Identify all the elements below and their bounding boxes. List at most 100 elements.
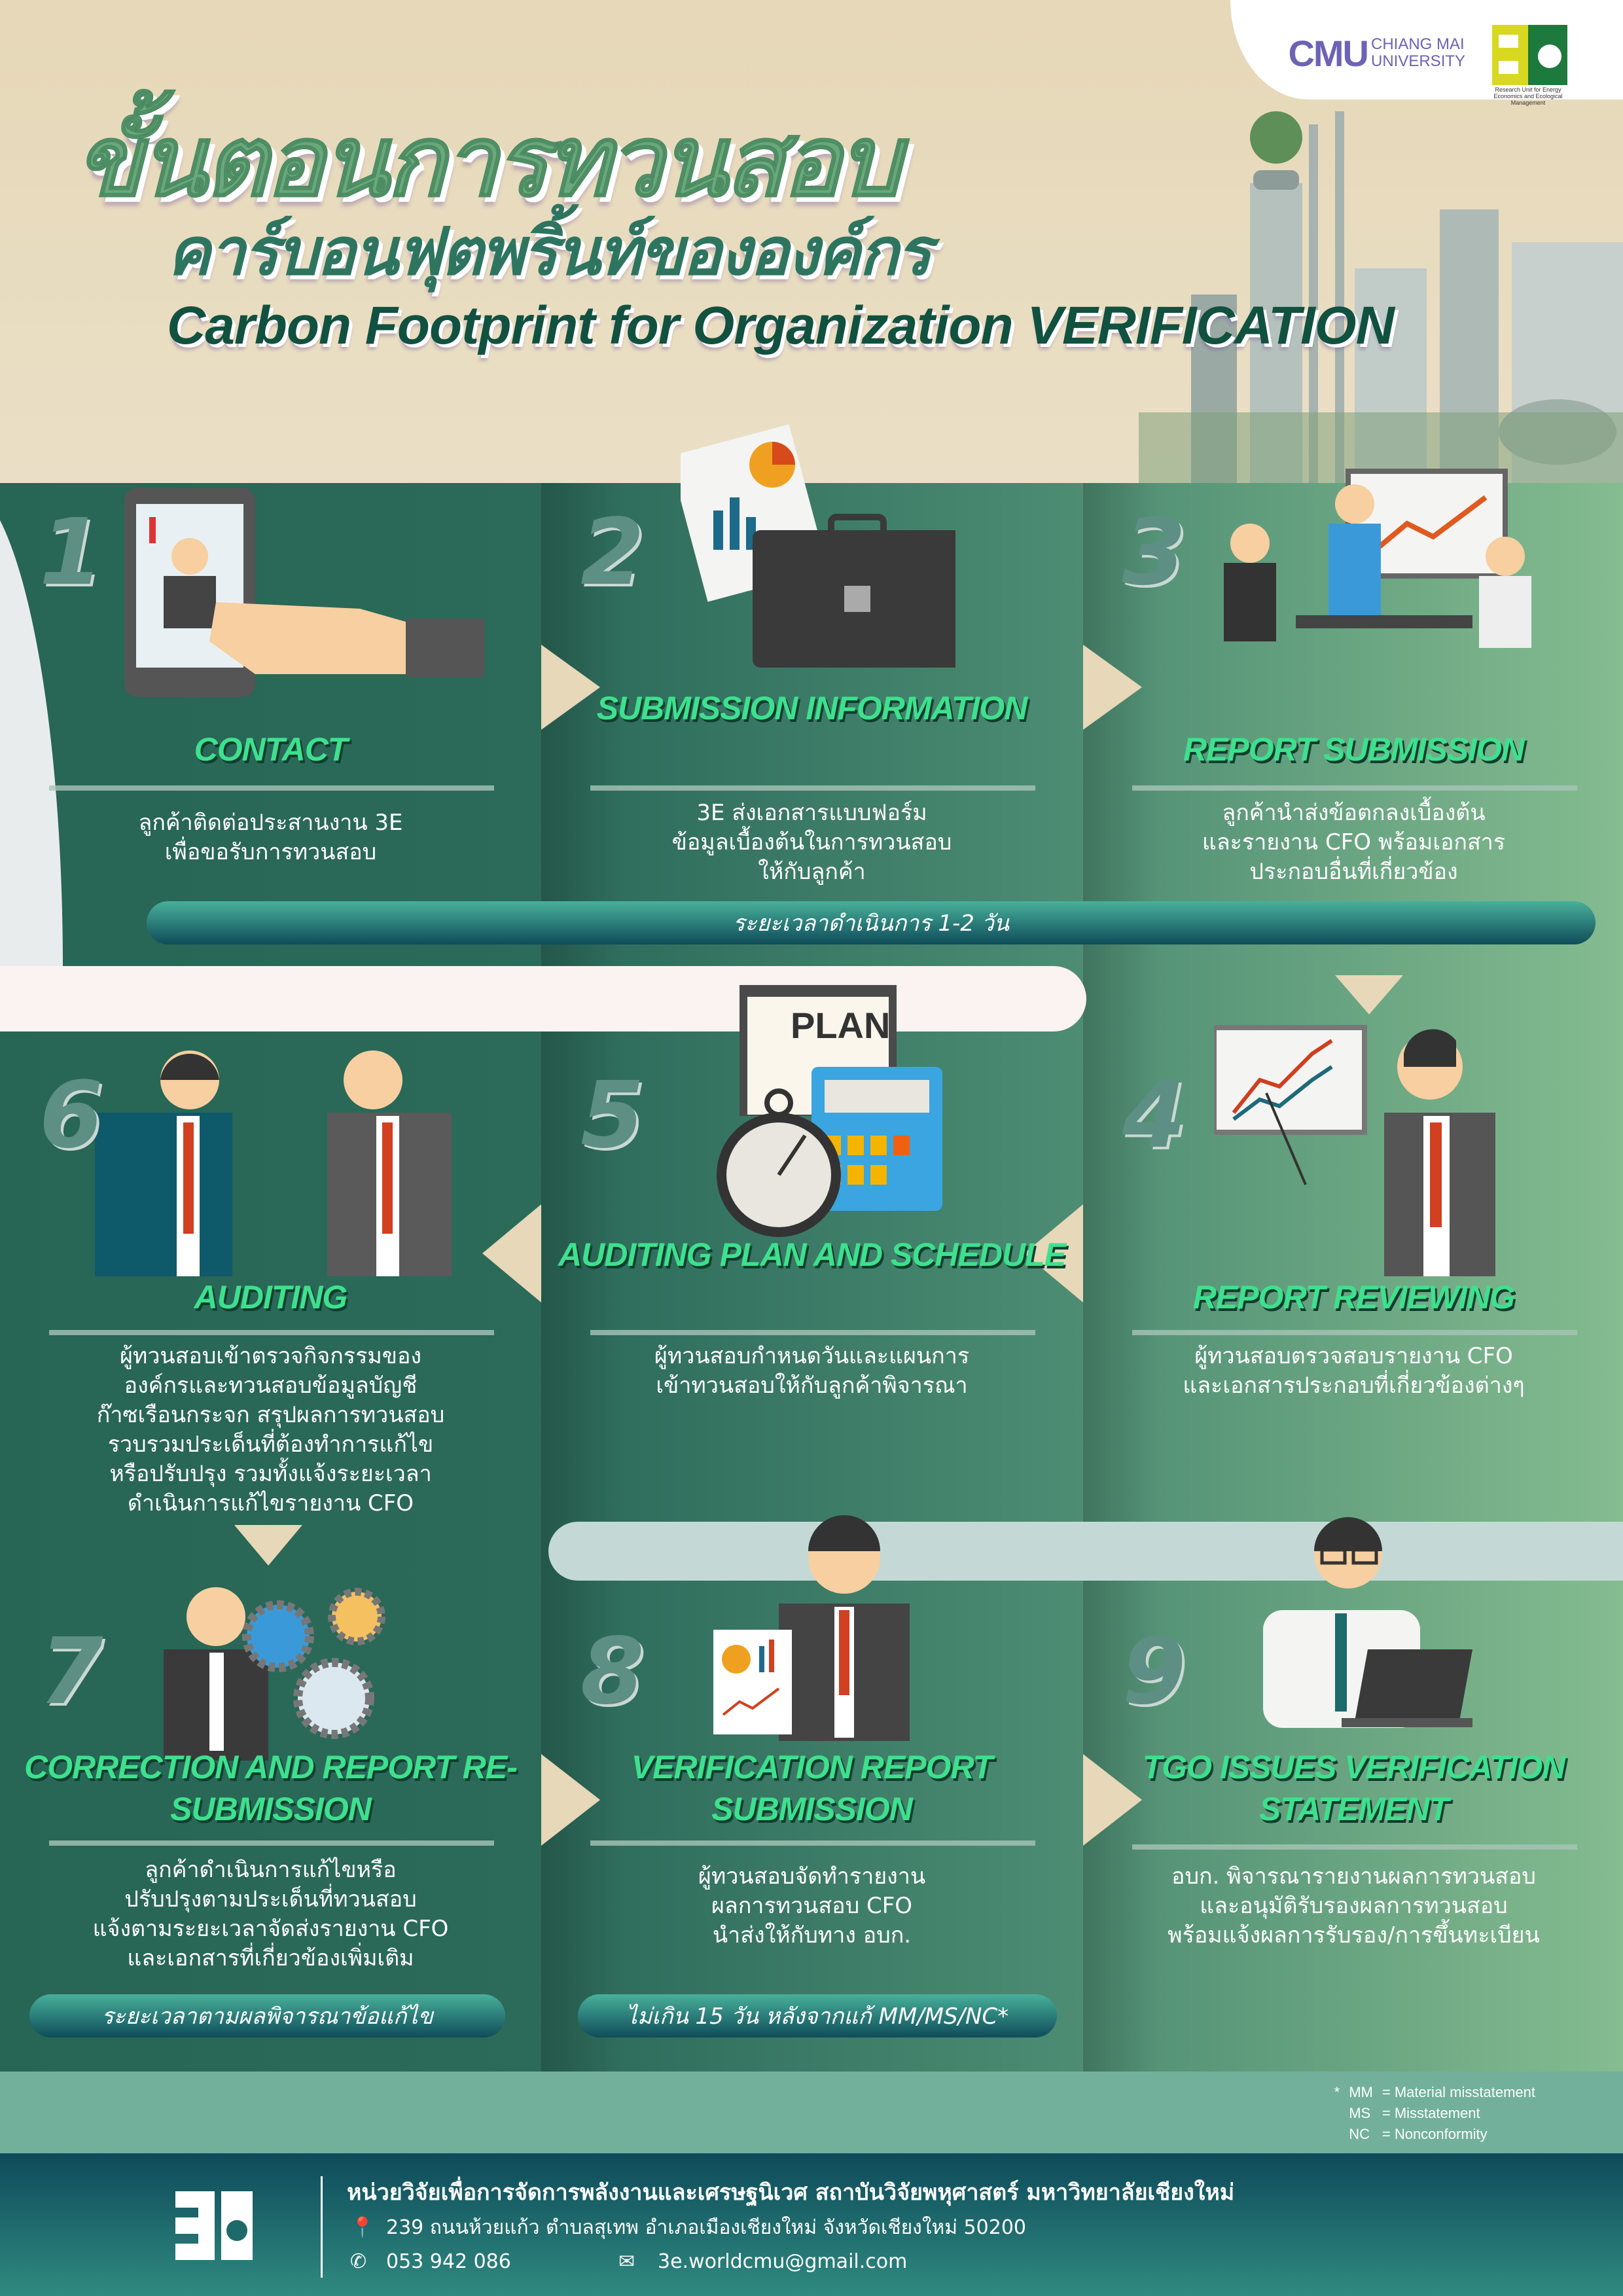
- step-divider: [590, 1840, 1035, 1846]
- step-title: AUDITING PLAN AND SCHEDULE: [558, 1236, 1066, 1273]
- page-subtitle-english: Carbon Footprint for Organization VERIFI…: [167, 296, 1395, 355]
- description-line: ปรับปรุงตามประเด็นที่ทวนสอบ: [124, 1886, 417, 1912]
- description-line: และเอกสารที่เกี่ยวข้องเพิ่มเติม: [127, 1945, 414, 1971]
- handshake-illustration: [95, 1050, 452, 1276]
- legend-abbr: MS: [1349, 2105, 1371, 2121]
- step-description: 3E ส่งเอกสารแบบฟอร์มข้อมูลเบื้องต้นในการ…: [541, 798, 1082, 887]
- step-description: ลูกค้าติดต่อประสานงาน 3E เพื่อขอรับการทวน…: [0, 808, 541, 867]
- step-divider: [1132, 1844, 1577, 1850]
- page-title: ขั้นตอนการทวนสอบ: [75, 105, 901, 219]
- 3e-logo-text: Research Unit for Energy Economics and E…: [1493, 86, 1563, 106]
- duration-pill-step7: ระยะเวลาตามผลพิจารณาข้อแก้ไข: [29, 1994, 505, 2037]
- step-divider: [49, 1840, 494, 1846]
- abbreviation-legend: *MM= Material misstatement MS= Misstatem…: [1333, 2081, 1544, 2145]
- plan-stopwatch-calculator-illustration: [717, 985, 942, 1237]
- presenter-illustration: [1214, 1025, 1495, 1276]
- description-line: ให้กับลูกค้า: [758, 859, 866, 885]
- step-title: REPORT REVIEWING: [1192, 1279, 1515, 1316]
- step-number: 9: [1122, 1619, 1186, 1725]
- description-line: ผู้ทวนสอบเข้าตรวจกิจกรรมของ: [119, 1343, 422, 1369]
- description-line: และอนุมัติรับรองผลการทวนสอบ: [1200, 1893, 1508, 1919]
- step-divider: [590, 785, 1035, 791]
- description-line: ผู้ทวนสอบจัดทำรายงาน: [698, 1863, 926, 1890]
- description-line: ลูกค้าดำเนินการแก้ไขหรือ: [145, 1857, 397, 1883]
- arrow-down-icon: [234, 1525, 302, 1566]
- step-title: REPORT SUBMISSION: [1183, 731, 1525, 768]
- footnote-band: [0, 2072, 1623, 2153]
- email-link[interactable]: 3e.worldcmu@gmail.com: [658, 2250, 908, 2273]
- arrow-right-icon: [541, 645, 600, 730]
- step-description: ผู้ทวนสอบเข้าตรวจกิจกรรมขององค์กรและทวนส…: [0, 1342, 541, 1518]
- factory-image: [1139, 111, 1623, 484]
- description-line: เพื่อขอรับการทวนสอบ: [164, 839, 377, 865]
- arrow-left-icon: [1024, 1204, 1083, 1302]
- legend-mark: [1334, 2104, 1348, 2123]
- step-divider: [1132, 1330, 1577, 1335]
- 3e-logo: [1492, 25, 1567, 85]
- email-icon: ✉: [618, 2250, 635, 2273]
- row-separator-band: [0, 966, 1086, 1031]
- duration-pill-step8: ไม่เกิน 15 วัน หลังจากแก้ MM/MS/NC*: [578, 1994, 1057, 2037]
- step-description: ผู้ทวนสอบกำหนดวันและแผนการเข้าทวนสอบให้ก…: [541, 1342, 1082, 1401]
- support-agent-laptop-illustration: [1263, 1517, 1472, 1728]
- arrow-right-icon: [541, 1754, 600, 1846]
- step-number: 6: [39, 1062, 103, 1169]
- arrow-down-icon: [1335, 975, 1403, 1014]
- description-line: นำส่งให้กับทาง อบก.: [712, 1922, 912, 1948]
- org-name: หน่วยวิจัยเพื่อการจัดการพลังงานและเศรษฐน…: [347, 2179, 1235, 2206]
- meeting-illustration: [1224, 469, 1531, 648]
- cmu-logo-text: CHIANG MAI UNIVERSITY: [1371, 35, 1466, 70]
- description-line: องค์กรและทวนสอบข้อมูลบัญชี: [124, 1372, 418, 1399]
- description-line: ประกอบอื่นที่เกี่ยวข้อง: [1249, 859, 1458, 885]
- step-divider: [590, 1330, 1035, 1335]
- briefcase-report-illustration: [681, 424, 955, 668]
- gears-team-illustration: [164, 1587, 385, 1761]
- description-line: 3E ส่งเอกสารแบบฟอร์ม: [696, 800, 927, 826]
- phone-number[interactable]: 053 942 086: [386, 2250, 511, 2273]
- description-line: ลูกค้านำส่งข้อตกลงเบื้องต้น: [1222, 800, 1486, 826]
- step-number: 8: [580, 1619, 645, 1725]
- step-number: 5: [580, 1062, 645, 1169]
- step-description: ลูกค้านำส่งข้อตกลงเบื้องต้นและรายงาน CFO…: [1083, 798, 1623, 887]
- legend-row: MS = Misstatement: [1334, 2104, 1543, 2123]
- description-line: ดำเนินการแก้ไขรายงาน CFO: [127, 1490, 414, 1516]
- report-presenter-illustration: [713, 1515, 910, 1741]
- step-title: CORRECTION AND REPORT RE-SUBMISSION: [24, 1749, 518, 1827]
- description-line: แจ้งตามระยะเวลาจัดส่งรายงาน CFO: [92, 1916, 449, 1942]
- address: 239 ถนนห้วยแก้ว ตำบลสุเทพ อำเภอเมืองเชีย…: [386, 2216, 1026, 2239]
- step-number: 3: [1122, 499, 1186, 606]
- legend-def: = Misstatement: [1382, 2105, 1480, 2121]
- row-separator-band: [548, 1522, 1623, 1581]
- arrow-right-icon: [1083, 645, 1142, 730]
- 3e-footer-logo: [175, 2191, 253, 2260]
- step-number: 7: [39, 1619, 103, 1725]
- description-line: และรายงาน CFO พร้อมเอกสาร: [1202, 829, 1506, 855]
- step-divider: [1132, 785, 1577, 791]
- legend-def: = Material misstatement: [1382, 2084, 1535, 2100]
- description-line: ข้อมูลเบื้องต้นในการทวนสอบ: [671, 829, 952, 855]
- step-description: ผู้ทวนสอบจัดทำรายงานผลการทวนสอบ CFO นำส่ง…: [541, 1862, 1082, 1950]
- description-line: หรือปรับปรุง รวมทั้งแจ้งระยะเวลา: [109, 1461, 432, 1487]
- legend-def: = Nonconformity: [1382, 2126, 1488, 2142]
- step-divider: [49, 1330, 494, 1335]
- steps-panel: [0, 483, 1623, 2073]
- step-number: 4: [1122, 1062, 1186, 1169]
- step-number: 1: [39, 499, 103, 606]
- location-pin-icon: 📍: [350, 2216, 375, 2239]
- step-title: VERIFICATION REPORT SUBMISSION: [631, 1749, 993, 1827]
- description-line: ผู้ทวนสอบตรวจสอบรายงาน CFO: [1194, 1343, 1513, 1369]
- description-line: ลูกค้าติดต่อประสานงาน 3E: [138, 810, 403, 836]
- arrow-left-icon: [482, 1204, 541, 1302]
- description-line: ผลการทวนสอบ CFO: [711, 1893, 913, 1919]
- description-line: ก๊าซเรือนกระจก สรุปผลการทวนสอบ: [96, 1402, 445, 1428]
- duration-pill-row1: ระยะเวลาดำเนินการ 1-2 วัน: [147, 901, 1596, 944]
- legend-abbr: NC: [1349, 2126, 1370, 2142]
- step-description: ลูกค้าดำเนินการแก้ไขหรือปรับปรุงตามประเด…: [0, 1856, 541, 1973]
- step-description: ผู้ทวนสอบตรวจสอบรายงาน CFO และเอกสารประกอ…: [1083, 1342, 1623, 1401]
- description-line: และเอกสารประกอบที่เกี่ยวข้องต่างๆ: [1183, 1372, 1525, 1399]
- phone-icon: ✆: [350, 2250, 367, 2273]
- step-title: CONTACT: [194, 731, 348, 768]
- description-line: เข้าทวนสอบให้กับลูกค้าพิจารณา: [656, 1372, 968, 1399]
- arrow-right-icon: [1083, 1754, 1142, 1846]
- description-line: รวบรวมประเด็นที่ต้องทำการแก้ไข: [107, 1431, 434, 1458]
